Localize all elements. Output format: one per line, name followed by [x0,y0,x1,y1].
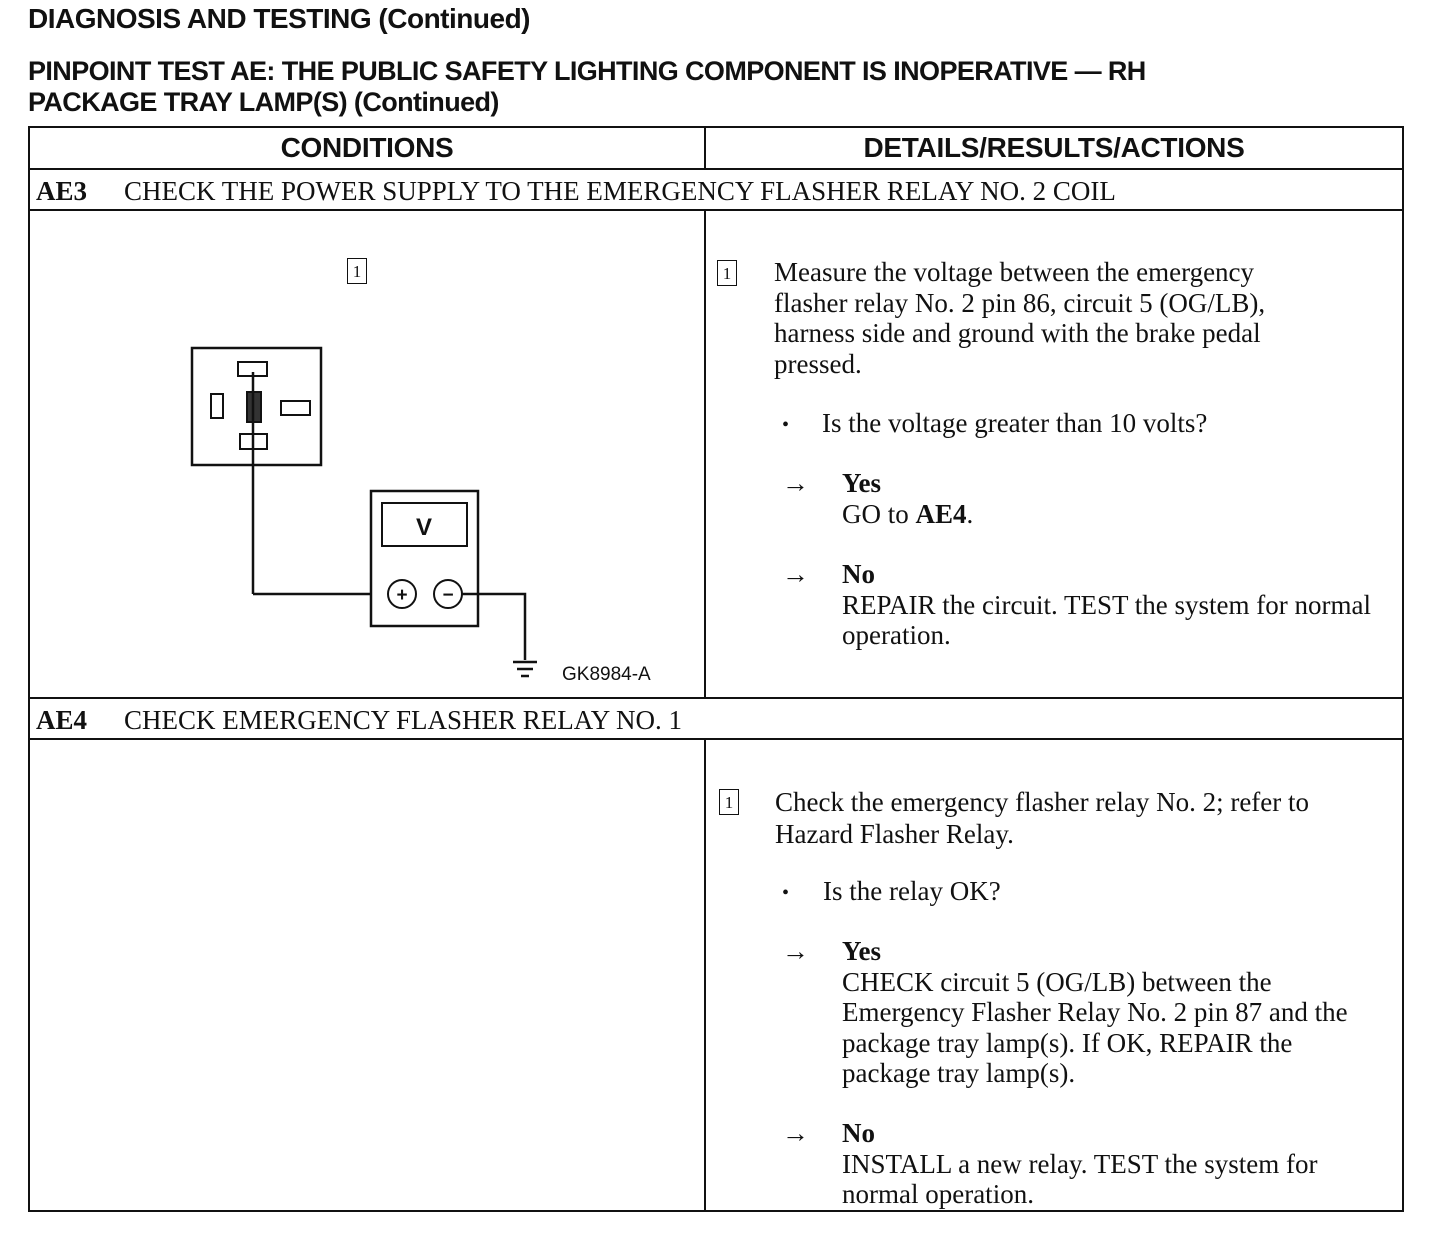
diagram-svg: V + − [190,346,537,678]
pinpoint-test-title-line-1: PINPOINT TEST AE: THE PUBLIC SAFETY LIGH… [28,56,1146,86]
pinpoint-test-title-line-2: PACKAGE TRAY LAMP(S) (Continued) [28,87,499,117]
result-yes-text: CHECK circuit 5 (OG/LB) between the Emer… [842,966,1348,1089]
step-ae3-result-no: No REPAIR the circuit. TEST the system f… [842,559,1382,651]
step-ae3-id: AE3 [36,176,88,206]
step-ae3-title-row: AE3 CHECK THE POWER SUPPLY TO THE EMERGEN… [36,176,1116,207]
figure-id: GK8984-A [562,664,651,685]
step-ae4-result-yes: Yes CHECK circuit 5 (OG/LB) between the … [842,936,1387,1089]
column-divider-ae4 [704,738,706,1212]
result-no-text: INSTALL a new relay. TEST the system for… [842,1148,1318,1210]
result-yes-text: GO to AE4. [842,498,974,529]
column-divider-header [704,128,706,168]
details-column-header: DETAILS/RESULTS/ACTIONS [863,132,1245,163]
step-ae4-title: CHECK EMERGENCY FLASHER RELAY NO. 1 [124,705,683,735]
arrow-right-icon: → [782,936,809,966]
step-ae4-title-divider [30,738,1402,740]
arrow-right-icon: → [782,1118,809,1148]
result-no-heading: No [842,1118,875,1148]
ground-lead [462,592,527,660]
step-ae3-result-yes: Yes GO to AE4. [842,468,1382,529]
header-divider [30,168,1402,170]
minus-terminal-label: − [442,585,453,606]
figure-callout-box: 1 [347,258,367,284]
step-ae3-action-number: 1 [717,260,737,286]
step-ae3-question: Is the voltage greater than 10 volts? [822,408,1208,438]
step-ae4-title-row: AE4 CHECK EMERGENCY FLASHER RELAY NO. 1 [36,705,682,736]
relay-voltmeter-diagram: 1 V + − [30,214,704,698]
pinpoint-test-title: PINPOINT TEST AE: THE PUBLIC SAFETY LIGH… [28,56,1146,118]
arrow-right-icon: → [782,559,809,589]
step-ae3-title-divider [30,209,1402,211]
goto-step-link: AE4 [915,498,967,529]
step-ae3-action-text: Measure the voltage between the emergenc… [774,257,1266,379]
page-title: DIAGNOSIS AND TESTING (Continued) [28,3,531,34]
result-yes-heading: Yes [842,936,881,966]
step-ae4-result-no: No INSTALL a new relay. TEST the system … [842,1118,1387,1210]
voltmeter-display [381,502,468,547]
relay-connector-outline [190,346,323,467]
arrow-right-icon: → [782,468,809,498]
relay-terminal-right [280,400,311,416]
bullet-icon: • [782,414,790,436]
step-ae4-action-number: 1 [719,789,739,815]
voltmeter-label: V [416,514,432,541]
result-yes-heading: Yes [842,468,881,498]
result-no-text: REPAIR the circuit. TEST the system for … [842,589,1371,651]
relay-terminal-left [210,393,224,419]
step-ae4-id: AE4 [36,705,88,735]
bullet-icon: • [782,882,790,904]
result-no-heading: No [842,559,875,589]
plus-terminal-label: + [396,585,407,606]
conditions-column-header: CONDITIONS [280,132,454,163]
step-ae4-top-divider [30,697,1402,699]
step-ae3-title: CHECK THE POWER SUPPLY TO THE EMERGENCY … [124,176,1116,206]
column-divider-ae3 [704,209,706,697]
step-ae4-action-text: Check the emergency flasher relay No. 2;… [775,787,1310,849]
step-ae4-question: Is the relay OK? [823,876,1001,906]
voltmeter-plus-terminal [387,579,417,609]
